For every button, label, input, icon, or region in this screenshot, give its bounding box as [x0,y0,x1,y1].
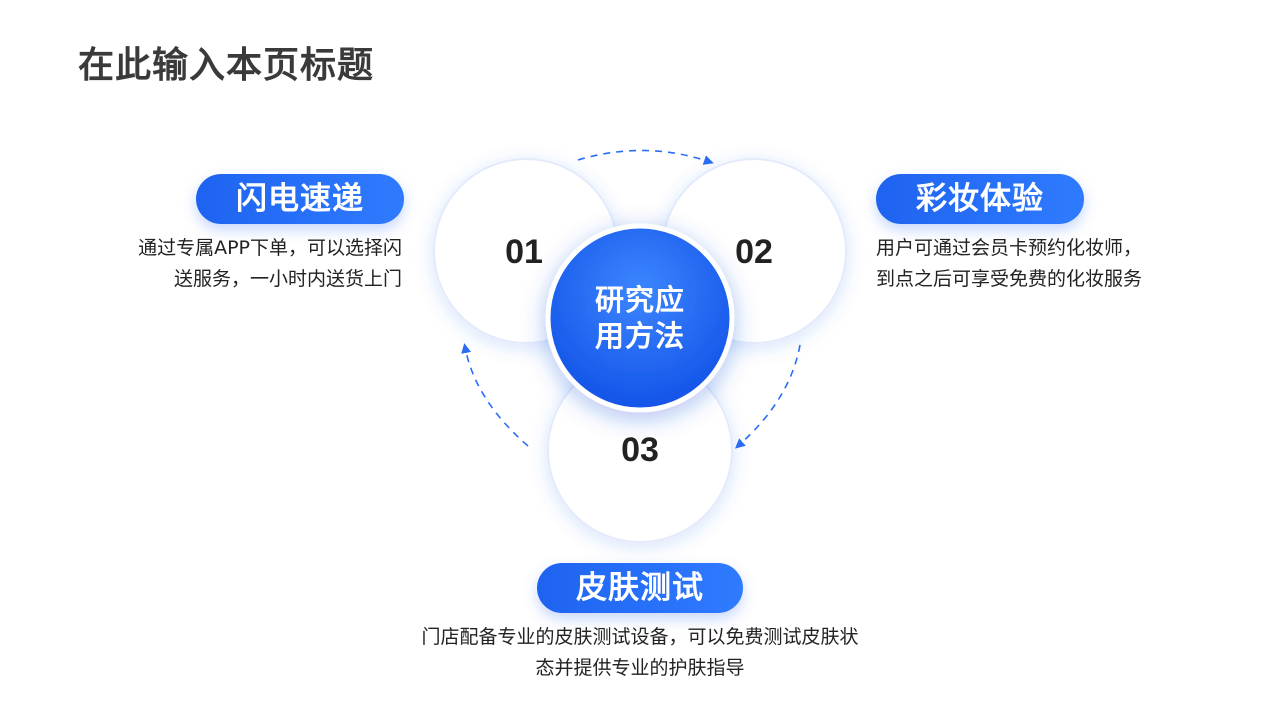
center-label-line1: 研究应 [594,283,685,317]
arrow-left [461,343,529,447]
page-title: 在此输入本页标题 [78,45,375,86]
arrow-top [577,149,714,165]
step-desc-02: 用户可通过会员卡预约化妆师， 到点之后可享受免费的化妆服务 [876,233,1142,295]
step-title-03: 皮肤测试 [537,563,743,613]
step-desc-03: 门店配备专业的皮肤测试设备，可以免费测试皮肤状 态并提供专业的护肤指导 [340,622,940,684]
center-label-line2: 用方法 [594,319,685,353]
step-title-02: 彩妆体验 [876,174,1084,224]
step-desc-01: 通过专属APP下单，可以选择闪 送服务，一小时内送货上门 [138,233,402,295]
step-desc-02-line2: 到点之后可享受免费的化妆服务 [876,268,1143,290]
step-desc-02-line1: 用户可通过会员卡预约化妆师， [876,237,1143,259]
step-desc-03-line2: 态并提供专业的护肤指导 [535,657,745,679]
step-title-01: 闪电速递 [196,174,404,224]
center-label: 研究应 用方法 [565,282,715,354]
step-number-02: 02 [735,233,773,271]
arrow-right [735,344,801,449]
step-number-01: 01 [505,233,543,271]
step-desc-01-line2: 送服务，一小时内送货上门 [173,268,402,290]
center-circle [545,223,735,413]
step-desc-03-line1: 门店配备专业的皮肤测试设备，可以免费测试皮肤状 [421,626,859,648]
step-desc-01-line1: 通过专属APP下单，可以选择闪 [138,237,402,259]
step-number-03: 03 [621,431,659,469]
